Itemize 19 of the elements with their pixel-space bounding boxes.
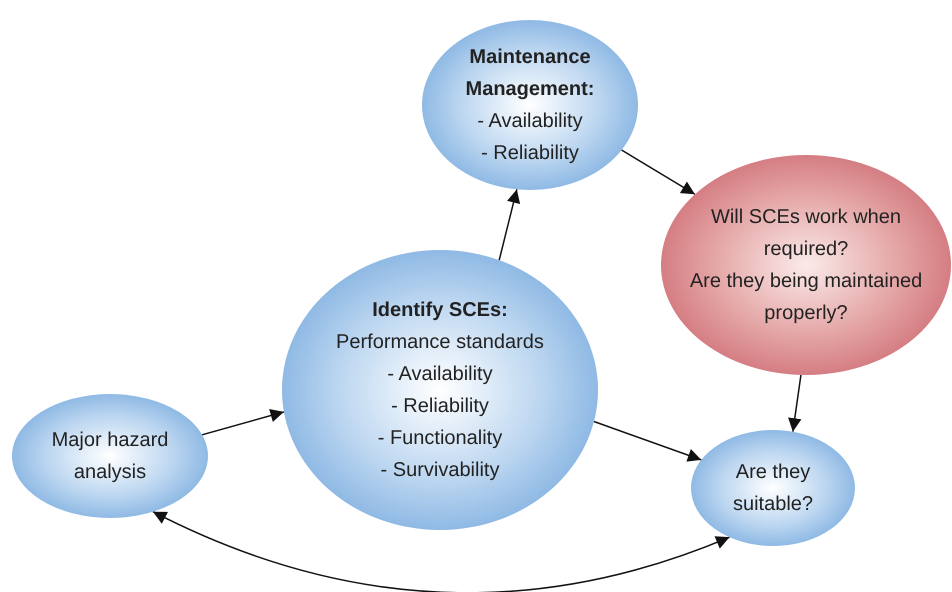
arrow <box>152 511 730 592</box>
node-heading: Identify SCEs: <box>372 298 508 323</box>
node-heading: Maintenance Management: <box>464 45 596 102</box>
node-text: - Functionality <box>378 426 502 451</box>
node-text: - Reliability <box>481 141 579 166</box>
node-text: - Availability <box>477 109 583 134</box>
node-text: - Reliability <box>391 394 489 419</box>
node-text: Are they suitable? <box>732 460 814 517</box>
node-text: Will SCEs work when required? <box>710 205 902 262</box>
arrow <box>621 149 696 195</box>
arrow <box>788 374 802 432</box>
arrow <box>594 420 702 462</box>
node-text: - Survivability <box>380 458 500 483</box>
node-text: Performance standards <box>336 330 544 355</box>
node-text: Are they being maintained properly? <box>688 269 924 326</box>
arrow <box>202 409 284 436</box>
arrow <box>498 189 520 260</box>
node-text: - Availability <box>387 362 493 387</box>
node-text: Major hazard analysis <box>50 428 170 485</box>
